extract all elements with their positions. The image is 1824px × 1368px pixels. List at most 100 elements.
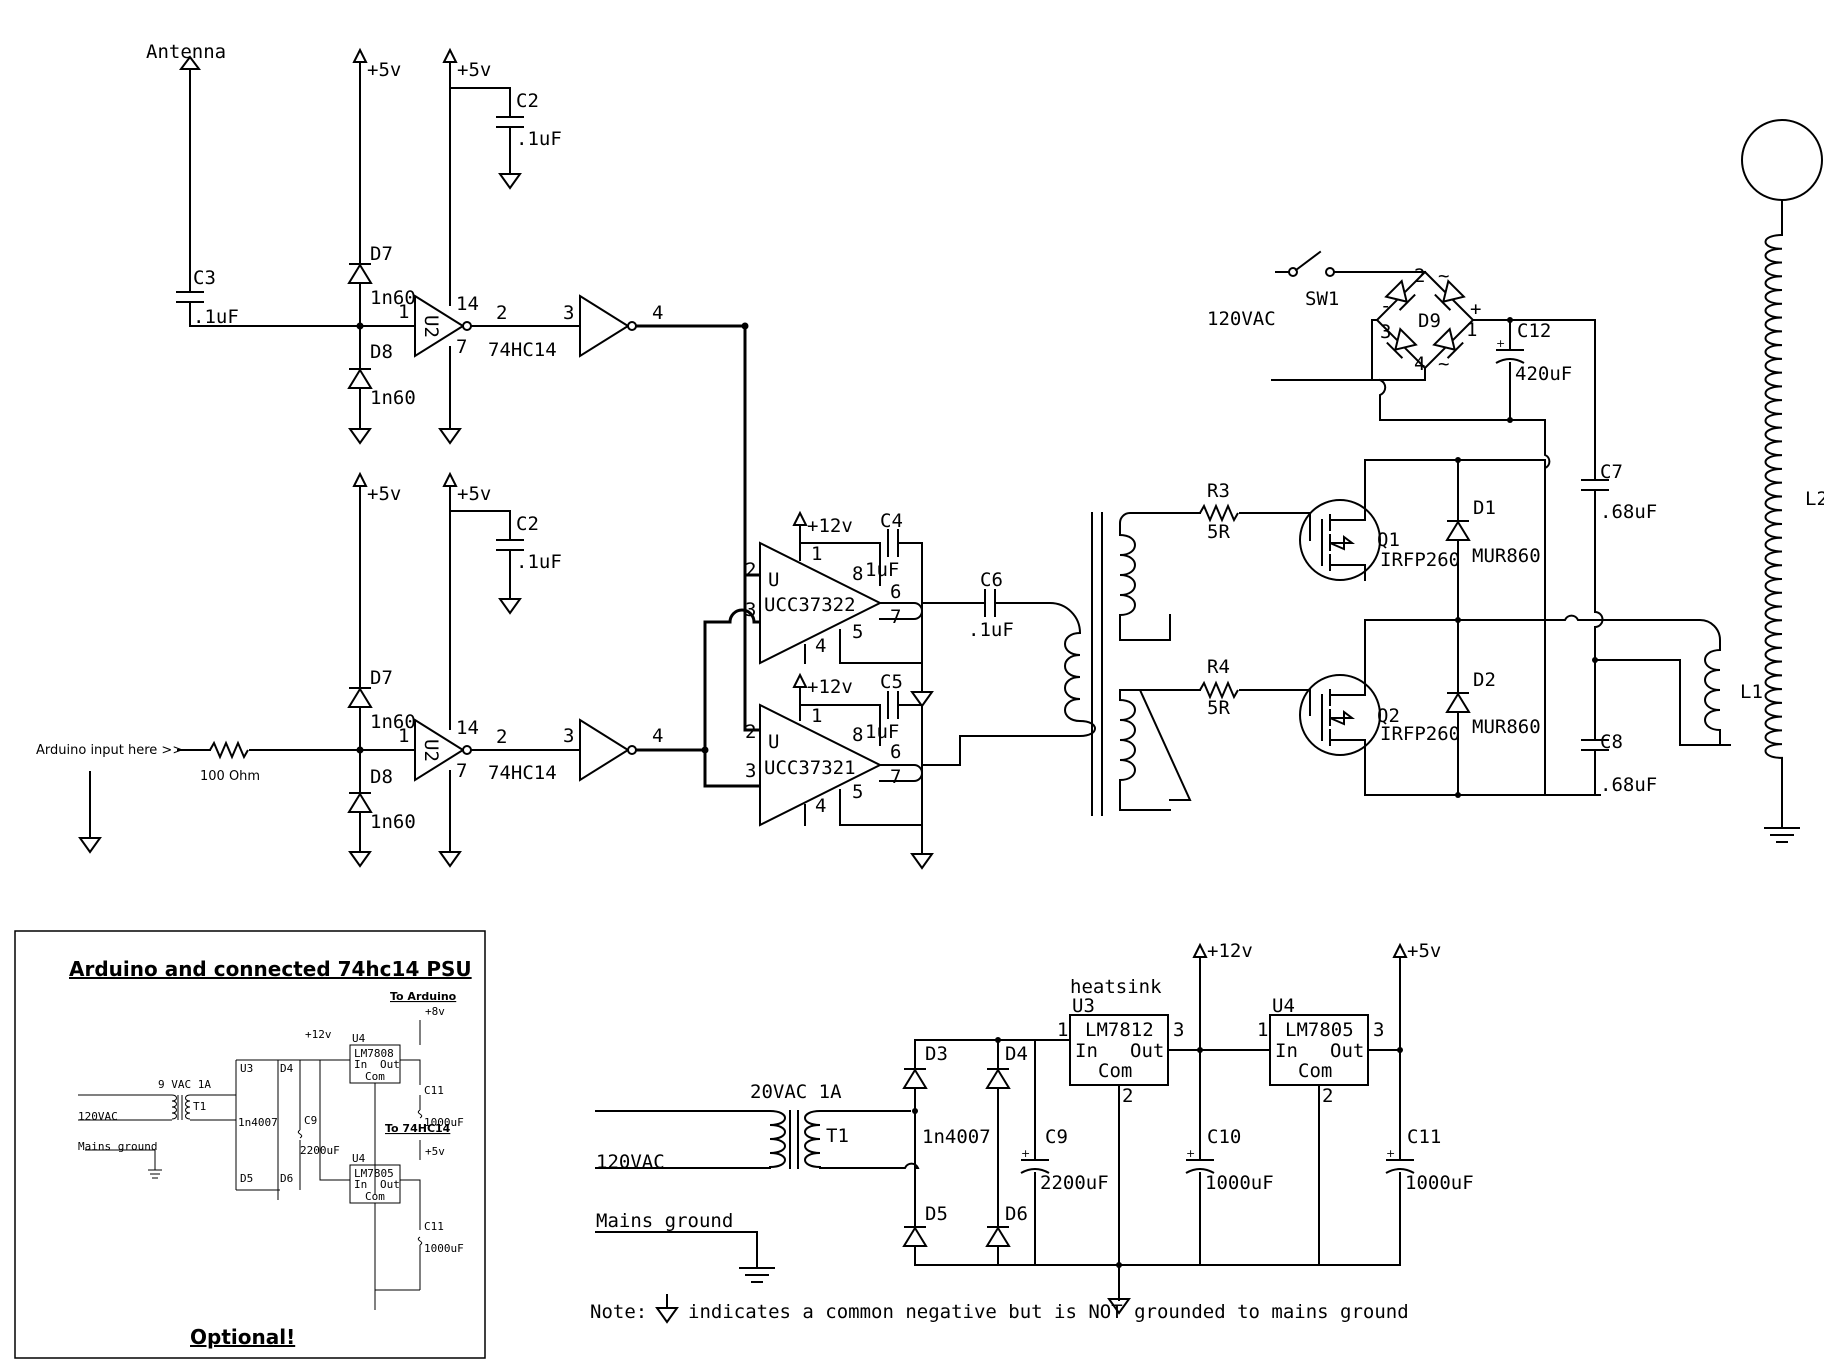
pin-14b: 14 — [456, 717, 479, 739]
note-prefix: Note: — [590, 1301, 647, 1323]
ucc21-label: UCC37321 — [764, 757, 856, 779]
c3-label: C3 — [193, 267, 216, 289]
arduino-chain: Arduino input here >> 100 Ohm +5v D7 1n6… — [36, 473, 760, 867]
u2-label: U2 — [420, 315, 442, 338]
c2b-value: .1uF — [516, 551, 562, 573]
c8-label: C8 — [1600, 731, 1623, 753]
pin-7b: 7 — [456, 760, 467, 782]
c11-value: 1000uF — [1405, 1172, 1474, 1194]
c2-label: C2 — [516, 90, 539, 112]
c5-label: C5 — [880, 671, 903, 693]
lm7812-out: Out — [1130, 1040, 1164, 1062]
p5v-label-3: +5v — [367, 483, 401, 505]
psu-mains-label: 120VAC — [596, 1151, 665, 1173]
p5v-supply: +5v — [1407, 940, 1441, 962]
inset-120vac: 120VAC — [78, 1110, 118, 1123]
d3-label: D3 — [925, 1043, 948, 1065]
pin-1e: 1 — [1466, 319, 1477, 341]
inset-d4: D4 — [280, 1062, 294, 1075]
inset-c11b: C11 — [424, 1220, 444, 1233]
c9-label: C9 — [1045, 1126, 1068, 1148]
d7-value: 1n60 — [370, 287, 416, 309]
antenna-label: Antenna — [146, 41, 226, 63]
inset-lm7808: LM7808 — [354, 1047, 394, 1060]
pin-3: 3 — [563, 302, 574, 324]
pin-2d: 2 — [745, 721, 756, 743]
inset-1000uf-b: 1000uF — [424, 1242, 464, 1255]
pin-2e: 2 — [1414, 265, 1425, 287]
p5v-label: +5v — [367, 59, 401, 81]
c12-value: 420uF — [1515, 363, 1572, 385]
c9-value: 2200uF — [1040, 1172, 1109, 1194]
lm7805-label: LM7805 — [1285, 1019, 1354, 1041]
u3-label: U3 — [1072, 995, 1095, 1017]
r4-label: R4 — [1207, 656, 1230, 678]
antenna-chain: Antenna C3 .1uF +5v D7 1n60 D8 1n60 1 U2… — [146, 41, 760, 577]
l1-label: L1 — [1740, 681, 1763, 703]
p12v-supply: +12v — [1207, 940, 1253, 962]
d6-label: D6 — [1005, 1203, 1028, 1225]
d7b-value: 1n60 — [370, 711, 416, 733]
pin-1c: 1 — [811, 543, 822, 565]
pin-2: 2 — [496, 302, 507, 324]
inset-p5v: +5v — [425, 1145, 445, 1158]
pin-2g: 2 — [1322, 1085, 1333, 1107]
inset-out: Out — [380, 1058, 400, 1071]
pin-4: 4 — [652, 302, 663, 324]
pin-1d: 1 — [811, 705, 822, 727]
c2b-label: C2 — [516, 513, 539, 535]
c11-label: C11 — [1407, 1126, 1441, 1148]
p12v-label-2: +12v — [807, 676, 853, 698]
pin-3b: 3 — [563, 725, 574, 747]
d2-label: D2 — [1473, 669, 1496, 691]
inset-d6: D6 — [280, 1172, 293, 1185]
inset-optional: Optional! — [190, 1325, 295, 1349]
r4-value: 5R — [1207, 697, 1230, 719]
lm7812-label: LM7812 — [1085, 1019, 1154, 1041]
d8b-label: D8 — [370, 766, 393, 788]
plus-1: + — [1470, 298, 1481, 320]
arduino-input-label: Arduino input here >> — [36, 743, 183, 758]
inset-u4b: U4 — [352, 1152, 366, 1165]
minus-1: - — [1380, 295, 1391, 317]
c4-value: 1uF — [865, 559, 899, 581]
lm7805-out: Out — [1330, 1040, 1364, 1062]
inset-mains-ground: Mains ground — [78, 1140, 157, 1153]
lm7812-in: In — [1075, 1040, 1098, 1062]
d7b-label: D7 — [370, 667, 393, 689]
inset-9vac: 9 VAC 1A — [158, 1078, 211, 1091]
pin-6d: 6 — [890, 741, 901, 763]
tilde-1: ~ — [1438, 265, 1449, 287]
c8-value: .68uF — [1600, 774, 1657, 796]
d2-part: MUR860 — [1472, 716, 1541, 738]
mains-ground-label: Mains ground — [596, 1210, 733, 1232]
p5v-label-2: +5v — [457, 59, 491, 81]
pin-2c: 2 — [745, 559, 756, 581]
pin-6c: 6 — [890, 581, 901, 603]
c7-label: C7 — [1600, 461, 1623, 483]
inset-d5: D5 — [240, 1172, 253, 1185]
pin-4d: 4 — [815, 795, 826, 817]
inset-outb: Out — [380, 1178, 400, 1191]
pin-5c: 5 — [852, 621, 863, 643]
q2-label: Q2 — [1377, 705, 1400, 727]
c5-value: 1uF — [865, 721, 899, 743]
bridge-diode-part: 1n4007 — [922, 1126, 991, 1148]
pin-5d: 5 — [852, 781, 863, 803]
pin-4e: 4 — [1414, 353, 1425, 375]
pin-7d: 7 — [890, 766, 901, 788]
d1-part: MUR860 — [1472, 545, 1541, 567]
power-supply: 120VAC 20VAC 1A T1 D3 D4 D5 D6 1n4007 C9… — [590, 940, 1474, 1323]
pin-1b: 1 — [398, 725, 409, 747]
d8b-value: 1n60 — [370, 811, 416, 833]
note-text: indicates a common negative but is NOT g… — [688, 1301, 1409, 1323]
tilde-2: ~ — [1438, 353, 1449, 375]
u2b-label: U2 — [420, 739, 442, 762]
d8-label: D8 — [370, 341, 393, 363]
ucc22-label: UCC37322 — [764, 594, 856, 616]
c3-value: .1uF — [193, 306, 239, 328]
inset-optional-psu: Arduino and connected 74hc14 PSU To Ardu… — [14, 930, 486, 1359]
pin-2b: 2 — [496, 726, 507, 748]
p5v-label-4: +5v — [457, 483, 491, 505]
